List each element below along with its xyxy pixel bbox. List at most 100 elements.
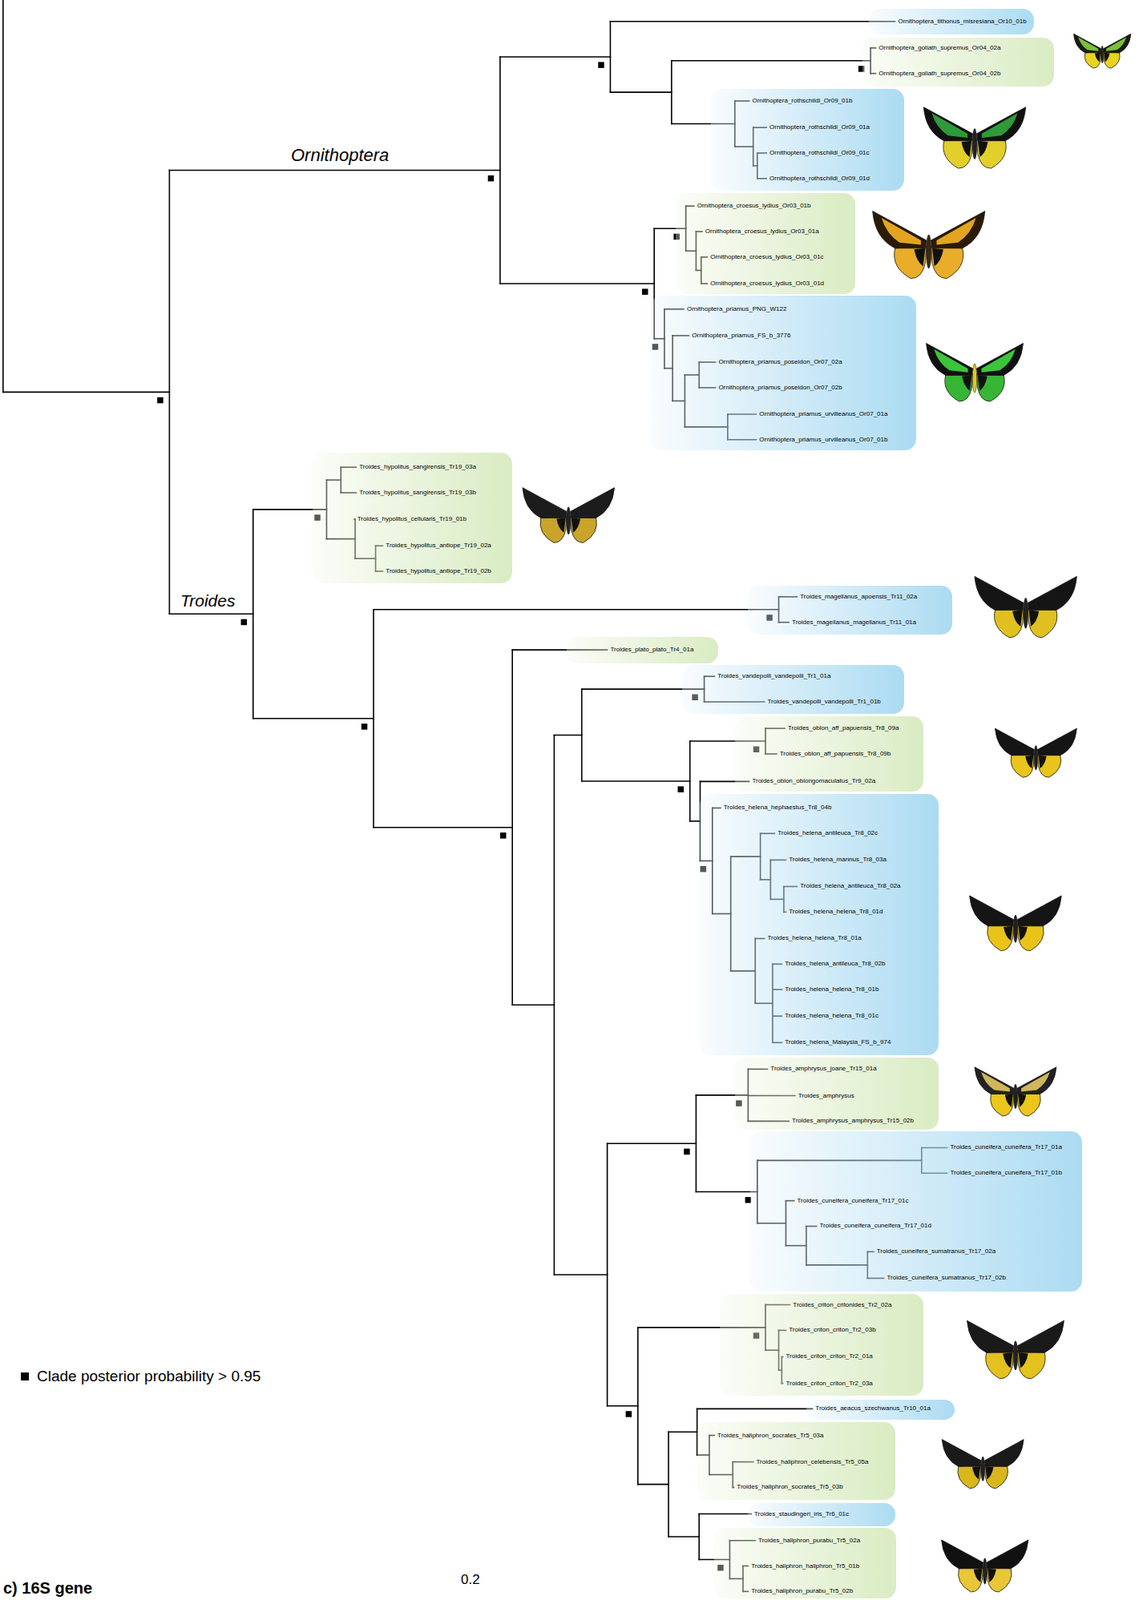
forewing — [931, 211, 986, 249]
hindwing-mark — [977, 141, 989, 158]
taxon-label: Ornithoptera_croesus_lydius_Or03_01a — [705, 227, 820, 236]
hindwing-mark — [977, 375, 988, 391]
hindwing-mark — [987, 1569, 997, 1584]
taxon-label: Troides_helena_helena_Tr8_01d — [788, 908, 883, 917]
taxon-label: Troides_helena_antileuca_Tr8_02a — [799, 882, 901, 891]
clade-box: Troides_plato_plato_Tr4_01a — [566, 637, 719, 664]
hindwing — [1017, 924, 1044, 951]
support-marker — [683, 1149, 691, 1156]
forewing — [1103, 33, 1131, 53]
clade-box: Troides_vandepolli_vandepolli_Tr1_01aTro… — [682, 665, 905, 715]
taxon-label: Troides_helena_helena_Tr8_01a — [767, 934, 862, 943]
branch — [668, 1536, 699, 1539]
hindwing-mark — [556, 517, 566, 533]
forewing-band — [981, 1072, 1010, 1092]
butterfly-illustration — [974, 576, 1077, 638]
taxon-label: Ornithoptera_rothschildi_Or09_01c — [769, 149, 870, 158]
hindwing — [540, 516, 567, 543]
forewing — [941, 1440, 982, 1468]
butterfly-illustration — [522, 488, 615, 544]
support-marker — [157, 397, 164, 404]
branch — [670, 60, 673, 125]
forewing — [966, 1320, 1014, 1354]
taxon-label: Troides_criton_criton_Tr2_03b — [788, 1326, 876, 1335]
branch — [689, 741, 691, 822]
forewing — [974, 1067, 1014, 1095]
clade-box: Ornithoptera_priamus_PNG_W122Ornithopter… — [650, 295, 917, 450]
hindwing-mark — [973, 1569, 983, 1584]
taxon-label: Troides_criton_critonides_Tr2_02a — [792, 1301, 892, 1310]
hindwing — [945, 373, 974, 402]
branch — [553, 1274, 607, 1277]
hindwing-mark — [1003, 926, 1013, 942]
clade-box: Troides_hypolitus_sangirensis_Tr19_03aTr… — [312, 452, 513, 584]
legend-marker — [20, 1373, 29, 1382]
legend-text: Clade posterior probability > 0.95 — [36, 1368, 261, 1386]
branch — [373, 827, 513, 829]
support-marker — [361, 723, 368, 731]
support-marker — [597, 61, 605, 69]
taxon-label: Troides_haliphron_purabu_Tr5_02b — [751, 1587, 853, 1596]
hindwing-mark — [1002, 1353, 1013, 1369]
clade-box: Troides_staudingeri_iris_Tr6_01c — [747, 1503, 895, 1527]
forewing-band — [1078, 37, 1099, 52]
taxon-label: Troides_haliphron_socrates_Tr5_03b — [736, 1483, 843, 1492]
taxon-label: Troides_hypolitus_cellularis_Tr19_01b — [357, 515, 467, 524]
hindwing — [957, 1465, 982, 1490]
taxon-label: Ornithoptera_priamus_poseidon_Or07_02a — [718, 358, 842, 367]
forewing — [974, 576, 1024, 610]
hindwing-mark — [1017, 1094, 1026, 1107]
support-marker — [642, 288, 649, 295]
clade-box: Troides_haliphron_socrates_Tr5_03aTroide… — [697, 1422, 896, 1501]
body — [982, 1559, 987, 1585]
support-marker — [626, 1411, 633, 1418]
hindwing-mark — [932, 248, 944, 267]
taxon-label: Troides_helena_helena_Tr8_01b — [784, 985, 879, 994]
hindwing-mark — [1038, 755, 1047, 769]
taxon-label: Ornithoptera_croesus_lydius_Or03_01d — [710, 279, 824, 288]
taxon-label: Ornithoptera_croesus_lydius_Or03_01c — [710, 253, 824, 262]
clade-box: Troides_haliphron_purabu_Tr5_02aTroides_… — [714, 1528, 897, 1600]
taxon-label: Troides_haliphron_celebensis_Tr5_05a — [756, 1458, 869, 1467]
taxon-label: Troides_haliphron_socrates_Tr5_03a — [717, 1432, 824, 1441]
legend-item: Clade posterior probability > 0.95 — [20, 1368, 358, 1386]
genus-label: Troides — [180, 590, 235, 611]
taxon-label: Troides_oblon_oblongomaculatus_Tr9_02a — [751, 777, 876, 786]
branch — [581, 780, 691, 783]
body — [972, 363, 977, 393]
hindwing — [987, 924, 1014, 951]
hindwing — [1027, 608, 1058, 639]
support-marker — [488, 175, 495, 182]
hindwing-mark — [1028, 609, 1039, 627]
branch — [512, 1004, 554, 1006]
taxon-label: Troides_cuneifera_sumatranus_Tr17_02b — [886, 1274, 1006, 1283]
branch — [609, 91, 671, 93]
taxon-label: Troides_criton_criton_Tr2_01a — [785, 1353, 873, 1362]
hindwing-mark — [985, 1466, 994, 1480]
branch — [695, 1191, 757, 1194]
taxon-label: Troides_magellanus_apoensis_Tr11_02a — [799, 593, 917, 602]
hindwing — [994, 608, 1025, 639]
taxon-label: Troides_haliphron_purabu_Tr5_02a — [758, 1537, 861, 1546]
support-marker — [241, 619, 248, 627]
butterfly-illustration — [941, 1440, 1024, 1490]
hindwing — [1084, 51, 1101, 69]
taxon-label: Troides_staudingeri_iris_Tr6_01c — [754, 1510, 849, 1519]
butterfly-illustration — [974, 1067, 1057, 1117]
body — [981, 1457, 985, 1483]
forewing-band — [1106, 37, 1127, 52]
taxon-label: Troides_cuneifera_sumatranus_Tr17_02a — [876, 1248, 996, 1257]
branch — [671, 60, 871, 62]
forewing — [994, 728, 1034, 756]
taxon-label: Ornithoptera_priamus_urvilleanus_Or07_01… — [759, 410, 888, 419]
branch — [667, 1432, 670, 1538]
branch — [511, 650, 513, 1006]
hindwing-mark — [1005, 1094, 1014, 1107]
butterfly-illustration — [941, 1540, 1029, 1593]
branch — [690, 820, 701, 823]
hindwing — [986, 1567, 1012, 1593]
hindwing — [943, 138, 974, 169]
clade-box: Troides_cuneifera_cuneifera_Tr17_01aTroi… — [750, 1131, 1083, 1293]
hindwing-mark — [1103, 52, 1110, 62]
